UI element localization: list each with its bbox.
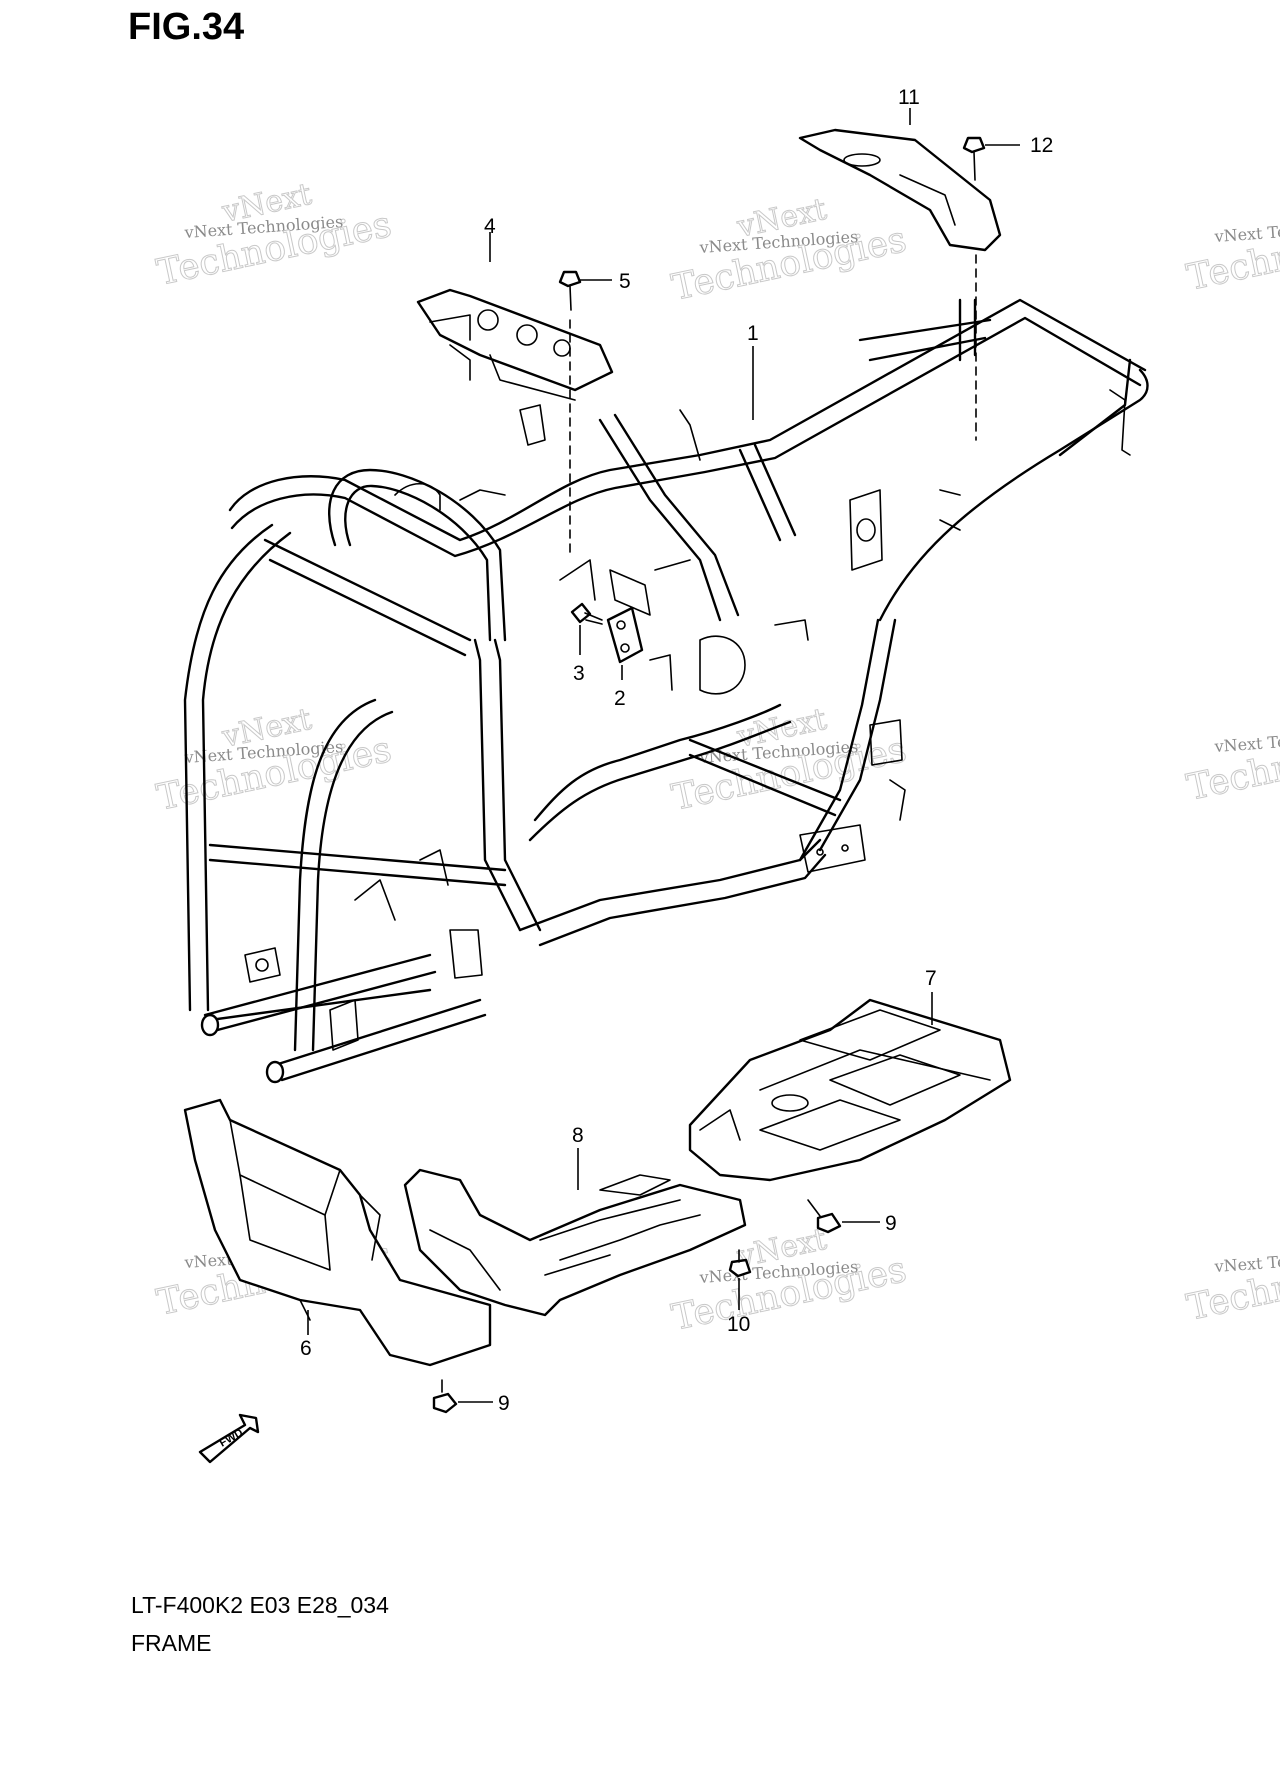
model-code-caption: LT-F400K2 E03 E28_034 xyxy=(131,1592,389,1618)
callout-5: 5 xyxy=(619,270,631,293)
watermark-9: vNext Technologies Technologies xyxy=(1183,1239,1280,1330)
callout-9-rear: 9 xyxy=(885,1212,897,1235)
part-12-bolt xyxy=(962,136,1020,441)
part-7-rear-skid-plate xyxy=(688,992,1012,1182)
figure-title: FIG.34 xyxy=(128,6,245,48)
callout-3: 3 xyxy=(573,662,585,685)
callout-11: 11 xyxy=(898,86,920,109)
callout-labels: 1 2 3 4 5 6 7 8 9 9 10 11 12 xyxy=(300,86,1053,1415)
watermark-1: vNext Technologies Technologies vNext xyxy=(153,176,396,294)
callout-4: 4 xyxy=(484,215,496,238)
part-4-upper-bracket xyxy=(416,232,614,401)
callout-1: 1 xyxy=(747,322,759,345)
watermark-3: vNext Technologies Technologies xyxy=(1183,209,1280,300)
callout-9-front: 9 xyxy=(498,1392,510,1415)
section-name-caption: FRAME xyxy=(131,1630,212,1656)
main-frame xyxy=(183,298,1149,1084)
callout-2: 2 xyxy=(614,687,626,710)
watermark-6: vNext Technologies Technologies xyxy=(1183,719,1280,810)
part-6-front-guard xyxy=(183,1098,492,1367)
callout-10: 10 xyxy=(727,1313,750,1336)
callout-12: 12 xyxy=(1030,134,1053,157)
callout-7: 7 xyxy=(925,967,937,990)
part-3-bolt xyxy=(570,602,603,655)
fwd-label: FWD xyxy=(218,1427,246,1450)
part-10-bolt xyxy=(728,1249,752,1310)
callout-6: 6 xyxy=(300,1337,312,1360)
part-5-bolt xyxy=(558,270,612,556)
part-2-bracket-plate xyxy=(606,606,644,680)
callout-8: 8 xyxy=(572,1124,584,1147)
part-9-bolt-front xyxy=(432,1379,493,1414)
part-8-front-skid-plate xyxy=(403,1148,747,1317)
part-11-rear-bracket xyxy=(798,108,1002,252)
watermark-2: vNext Technologies Technologies vNext xyxy=(668,191,911,309)
forward-arrow-icon: FWD xyxy=(198,1413,260,1464)
part-9-bolt-rear xyxy=(807,1199,880,1234)
watermark-4: vNext Technologies Technologies vNext xyxy=(153,701,396,819)
